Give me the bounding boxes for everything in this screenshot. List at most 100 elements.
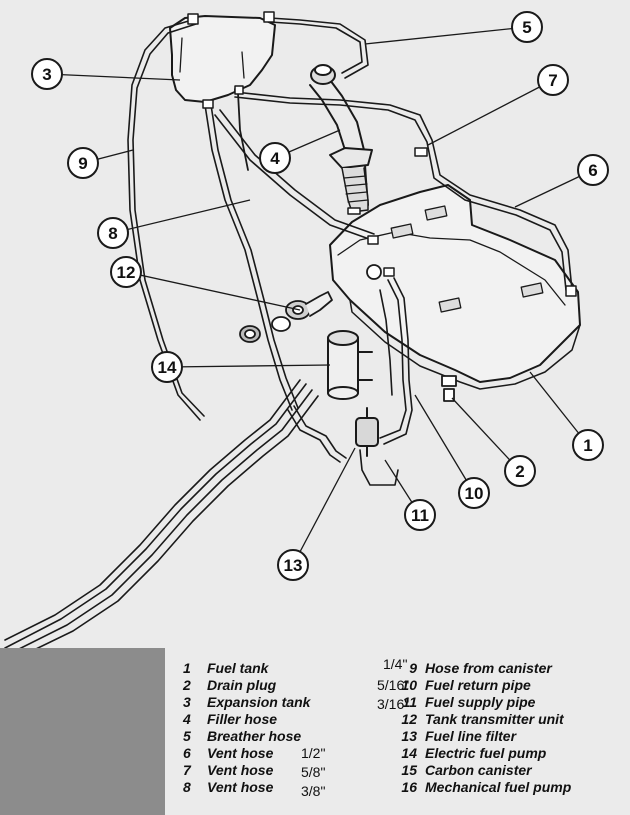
callout-circle <box>537 64 569 96</box>
legend-item-14: 14 Electric fuel pump <box>391 745 546 762</box>
legend-item-6: 6 Vent hose <box>183 745 273 762</box>
legend-label: Expansion tank <box>207 694 311 710</box>
callout-circle <box>511 11 543 43</box>
legend-label: Fuel tank <box>207 660 269 676</box>
leader-line <box>427 79 554 146</box>
callout-circle <box>110 256 142 288</box>
legend-label: Vent hose <box>207 762 274 778</box>
legend-label: Fuel return pipe <box>425 677 531 693</box>
fuel-tank-drawing <box>329 184 581 390</box>
callout-number: 11 <box>411 506 429 525</box>
tank-transmitter-unit-drawing <box>239 291 333 343</box>
legend-num: 5 <box>183 728 191 744</box>
callout-13: 13 <box>277 447 356 581</box>
legend-label: Filler hose <box>207 711 278 727</box>
callout-number: 8 <box>108 224 117 243</box>
callout-circle <box>458 477 490 509</box>
leader-line <box>166 364 331 368</box>
drain-plug-drawing <box>441 375 457 402</box>
callout-number: 3 <box>42 65 51 84</box>
callout-circle <box>97 217 129 249</box>
legend-label: Mechanical fuel pump <box>425 779 572 795</box>
callout-number: 14 <box>158 358 177 377</box>
legend-item-3: 3 Expansion tank <box>183 694 310 711</box>
legend-num: 14 <box>401 745 417 761</box>
callout-circle <box>67 147 99 179</box>
electric-fuel-pump-drawing <box>327 330 373 400</box>
callout-3: 3 <box>31 58 181 90</box>
leader-line <box>364 26 528 45</box>
size-hose-7: 5/8" <box>301 764 326 780</box>
legend-num: 1 <box>183 660 191 676</box>
callout-number: 12 <box>117 263 136 282</box>
legend-item-7: 7 Vent hose <box>183 762 273 779</box>
callout-number: 4 <box>270 149 280 168</box>
expansion-tank-drawing <box>169 15 276 108</box>
legend-item-10: 10 Fuel return pipe <box>391 677 531 694</box>
callout-12: 12 <box>110 256 301 311</box>
leader-line <box>46 73 181 81</box>
legend-item-5: 5 Breather hose <box>183 728 301 745</box>
callout-number: 6 <box>588 161 597 180</box>
callout-9: 9 <box>67 147 134 179</box>
callout-10: 10 <box>414 394 490 509</box>
legend-num: 11 <box>402 694 417 710</box>
legend-label: Tank transmitter unit <box>425 711 564 727</box>
size-hose-6: 1/2" <box>301 745 326 761</box>
legend-item-11: 11 Fuel supply pipe <box>391 694 535 711</box>
callout-4: 4 <box>259 129 341 174</box>
legend-num: 9 <box>409 660 417 676</box>
fuel-line-filter-drawing <box>355 407 379 457</box>
callout-circle <box>504 455 536 487</box>
callout-circle <box>577 154 609 186</box>
size-pipe-11: 3/16" <box>377 696 410 712</box>
legend-label: Fuel line filter <box>425 728 517 744</box>
legend-item-4: 4 Filler hose <box>183 711 277 728</box>
leader-line <box>414 394 475 494</box>
legend-label: Electric fuel pump <box>425 745 547 761</box>
legend-label: Vent hose <box>207 779 274 795</box>
callout-circle <box>31 58 63 90</box>
callout-number: 9 <box>78 154 87 173</box>
callout-circle <box>277 549 309 581</box>
legend-num: 4 <box>183 711 191 727</box>
legend-item-1: 1 Fuel tank <box>183 660 268 677</box>
callout-circle <box>404 499 436 531</box>
legend-num: 7 <box>183 762 191 778</box>
callout-11: 11 <box>384 459 436 531</box>
legend-label: Hose from canister <box>425 660 552 676</box>
callout-circle <box>151 351 183 383</box>
callout-14: 14 <box>151 351 331 383</box>
callout-number: 13 <box>284 556 303 575</box>
callout-circle <box>259 142 291 174</box>
callout-number: 10 <box>465 484 484 503</box>
legend-num: 3 <box>183 694 191 710</box>
callout-2: 2 <box>451 397 536 487</box>
legend-num: 15 <box>401 762 417 778</box>
legend-num: 12 <box>401 711 417 727</box>
callout-7: 7 <box>427 64 569 146</box>
legend-item-12: 12 Tank transmitter unit <box>391 711 564 728</box>
legend-item-16: 16 Mechanical fuel pump <box>391 779 571 796</box>
hose-clamps <box>187 11 577 297</box>
legend-num: 16 <box>401 779 417 795</box>
hose-network <box>4 17 573 665</box>
size-hose-8: 3/8" <box>301 783 326 799</box>
legend-label: Vent hose <box>207 745 274 761</box>
legend-num: 13 <box>401 728 417 744</box>
legend-label: Breather hose <box>207 728 302 744</box>
legend-label: Fuel supply pipe <box>425 694 536 710</box>
breather-hose-drawing <box>237 92 249 171</box>
size-pipe-10: 5/16" <box>377 677 410 693</box>
legend-num: 6 <box>183 745 191 761</box>
size-hose-9: 1/4" <box>383 656 408 672</box>
callout-circle <box>572 429 604 461</box>
gray-block <box>0 648 165 815</box>
callout-number: 5 <box>522 18 531 37</box>
legend-num: 10 <box>401 677 417 693</box>
